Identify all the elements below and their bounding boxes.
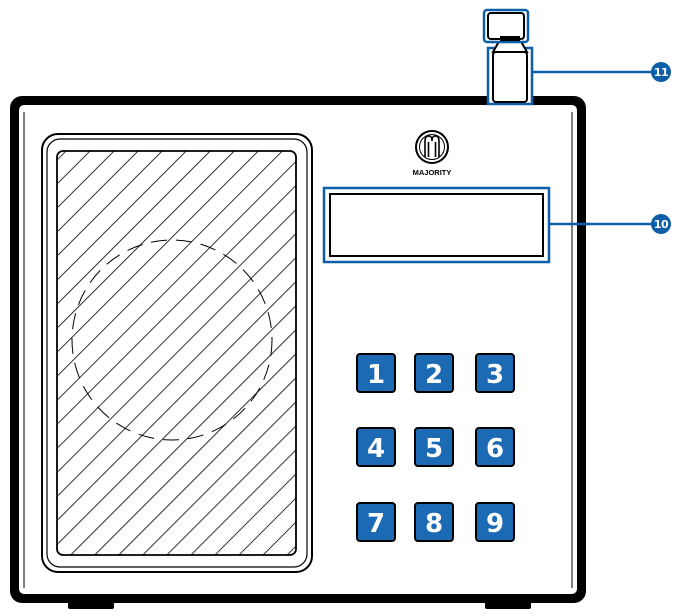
preset-button-face: [356, 353, 396, 393]
preset-button-face: [414, 353, 454, 393]
preset-button-2[interactable]: 2: [414, 353, 454, 393]
callout-badge-display: [651, 214, 671, 234]
preset-button-label: 5: [425, 434, 443, 464]
preset-button-label: 6: [486, 434, 504, 464]
preset-button-8[interactable]: 8: [414, 502, 454, 542]
preset-button-face: [475, 427, 515, 467]
preset-button-4[interactable]: 4: [356, 427, 396, 467]
preset-button-face: [414, 502, 454, 542]
callout-number-display: 10: [654, 218, 669, 231]
brand-logo: MAJORITY: [413, 130, 452, 177]
preset-button-face: [414, 427, 454, 467]
speaker-grille: [41, 133, 313, 573]
preset-button-1[interactable]: 1: [356, 353, 396, 393]
preset-button-label: 8: [425, 509, 443, 539]
callout-display: 10: [549, 214, 671, 234]
preset-button-label: 2: [425, 360, 443, 390]
preset-button-label: 9: [486, 509, 504, 539]
preset-button-face: [356, 427, 396, 467]
preset-button-face: [356, 502, 396, 542]
preset-button-label: 7: [367, 509, 385, 539]
preset-button-label: 4: [367, 434, 385, 464]
preset-button-3[interactable]: 3: [475, 353, 515, 393]
preset-button-7[interactable]: 7: [356, 502, 396, 542]
preset-button-label: 1: [367, 360, 385, 390]
antenna: [482, 8, 534, 106]
preset-button-face: [475, 502, 515, 542]
callout-number-antenna: 11: [654, 66, 668, 79]
callout-antenna: 11: [532, 62, 671, 82]
preset-button-6[interactable]: 6: [475, 427, 515, 467]
preset-button-5[interactable]: 5: [414, 427, 454, 467]
brand-name: MAJORITY: [413, 168, 452, 177]
preset-button-label: 3: [486, 360, 504, 390]
preset-button-9[interactable]: 9: [475, 502, 515, 542]
callout-badge-antenna: [651, 62, 671, 82]
preset-button-grid: 1 2 3 4 5 6 7 8 9: [356, 353, 515, 542]
speaker-driver-outline: [71, 239, 273, 441]
preset-button-face: [475, 353, 515, 393]
display-screen: [322, 186, 551, 264]
